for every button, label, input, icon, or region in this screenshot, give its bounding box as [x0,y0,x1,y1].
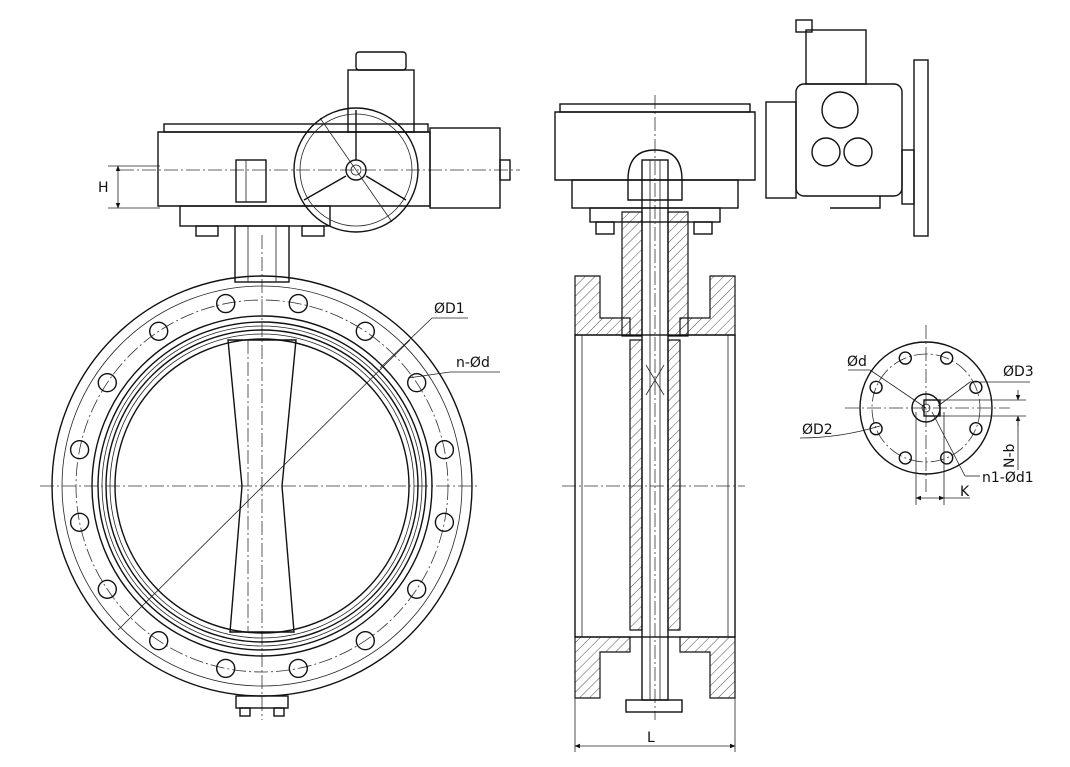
bolt-hole [355,631,375,651]
detail-bolt-hole [898,451,912,465]
detail-bolt-hole [869,380,883,394]
bolt-hole [434,512,455,532]
label-h: H [98,180,109,196]
bolt-hole [434,440,455,460]
detail-bolt-hole [940,451,954,465]
label-n-od: n-Ød [456,355,490,371]
bolt-hole [69,512,90,532]
label-od: Ød [847,354,867,370]
label-n-b: N-b [1002,443,1018,468]
label-od3: ØD3 [1003,364,1034,380]
side-section-view [554,19,929,752]
bolt-hole [288,658,308,679]
bolt-hole [148,631,169,651]
bolt-hole [69,440,90,460]
detail-bolt-hole [898,351,912,365]
bolt-hole [288,293,308,314]
bolt-hole [97,373,118,393]
detail-bolt-hole [940,351,954,365]
bolt-hole [215,658,236,679]
top-flange-detail [799,325,1030,505]
detail-bolt-hole [969,422,983,436]
label-od2: ØD2 [802,422,833,438]
bolt-hole [407,373,427,393]
bolt-hole [215,293,236,314]
bolt-hole [407,579,427,599]
bolt-hole [148,321,169,341]
detail-bolt-hole [969,380,983,394]
label-k: K [960,484,970,500]
label-l: L [647,730,655,746]
front-view [40,51,520,720]
label-od1: ØD1 [434,301,465,317]
bolt-hole [97,579,118,599]
label-n1-od1: n1-Ød1 [982,470,1034,486]
bolt-hole [355,321,375,341]
flange-bolt-holes [69,293,455,679]
